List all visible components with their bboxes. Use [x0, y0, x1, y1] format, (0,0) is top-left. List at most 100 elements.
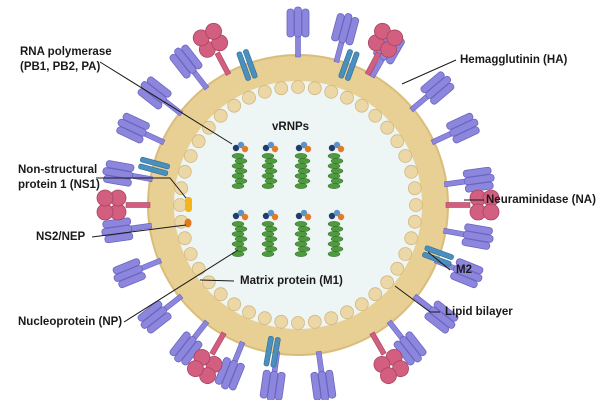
vrnps-label: vRNPs: [272, 121, 310, 133]
hemagglutinin-spike: [112, 257, 163, 289]
neuraminidase-spike: [96, 189, 151, 221]
matrix-bead: [409, 198, 423, 212]
matrix-bead: [227, 297, 242, 312]
matrix-bead: [368, 108, 383, 123]
leader-ns1: [96, 177, 187, 199]
vrnp: [231, 141, 249, 189]
hemagglutinin-spike: [214, 340, 246, 391]
m2-channel: [236, 49, 258, 81]
matrix-bead: [291, 80, 305, 94]
lipid-bilayer-label: Lipid bilayer: [445, 306, 513, 318]
vrnp: [261, 141, 279, 189]
ns1-label: Non-structural protein 1 (NS1): [18, 163, 100, 193]
hemagglutinin-spike: [409, 71, 455, 113]
virus-interior: [174, 81, 422, 329]
matrix-bead: [213, 287, 228, 302]
neuraminidase-spike: [445, 189, 500, 221]
vrnp: [294, 141, 312, 189]
leader-matrix: [199, 279, 235, 282]
rna-polymerase-line1: RNA polymerase: [20, 46, 112, 58]
m2-channel: [263, 335, 281, 368]
matrix-bead: [340, 90, 354, 105]
matrix-bead: [380, 120, 395, 135]
neuraminidase-spike: [364, 22, 404, 76]
matrix-bead: [242, 90, 256, 105]
hemagglutinin-spike: [101, 217, 153, 244]
m2-channel: [338, 49, 360, 81]
leader-lines: [91, 59, 484, 323]
matrix-bead: [177, 164, 192, 179]
leader-hemagglutinin: [401, 59, 457, 85]
matrix-bead: [227, 98, 242, 113]
leader-rna-polymerase: [99, 61, 233, 145]
matrix-bead: [307, 81, 322, 96]
leader-lipid: [394, 285, 440, 313]
m2-label: M2: [456, 264, 472, 276]
ns2-protein: [184, 218, 192, 228]
matrix-bead: [191, 134, 206, 149]
hemagglutinin-spike: [259, 350, 286, 400]
hemagglutinin-spike: [386, 319, 427, 366]
matrix-bead: [340, 305, 354, 320]
matrix-bead: [368, 287, 383, 302]
leader-m2: [427, 251, 451, 271]
m2-channel: [138, 156, 170, 176]
hemagglutinin-spike: [310, 350, 337, 400]
matrix-bead: [404, 164, 419, 179]
matrix-bead: [173, 198, 187, 212]
hemagglutinin-spike: [430, 112, 480, 146]
matrix-bead: [257, 84, 272, 99]
matrix-bead: [398, 247, 413, 261]
vrnp: [294, 209, 312, 257]
matrix-bead: [274, 81, 289, 96]
hemagglutinin-spike: [331, 13, 360, 64]
matrix-bead: [213, 108, 228, 123]
neuraminidase-label: Neuraminidase (NA): [486, 194, 596, 206]
matrix-bead: [291, 316, 305, 330]
matrix-bead: [324, 84, 339, 99]
hemagglutinin-spike: [116, 112, 166, 146]
matrix-bead: [404, 231, 419, 246]
vrnp: [327, 141, 345, 189]
rna-polymerase-line2: (PB1, PB2, PA): [20, 61, 101, 73]
matrix-bead: [380, 275, 395, 290]
hemagglutinin-spike: [286, 6, 310, 58]
matrix-bead: [324, 311, 339, 326]
matrix-bead: [177, 231, 192, 246]
ns1-line2: protein 1 (NS1): [18, 179, 100, 191]
matrix-bead: [174, 181, 189, 196]
leader-ns2: [91, 224, 187, 238]
matrix-bead: [390, 134, 405, 149]
hemagglutinin-spike: [169, 44, 210, 91]
matrix-bead: [183, 149, 198, 163]
matrix-bead: [354, 297, 369, 312]
matrix-bead: [307, 314, 322, 329]
matrix-protein-label: Matrix protein (M1): [240, 275, 343, 287]
matrix-bead: [183, 247, 198, 261]
nucleoprotein-label: Nucleoprotein (NP): [18, 316, 123, 328]
hemagglutinin-spike: [443, 166, 495, 193]
matrix-bead: [398, 149, 413, 163]
matrix-bead: [407, 214, 422, 229]
hemagglutinin-spike: [102, 160, 154, 187]
rna-polymerase-label: RNA polymerase (PB1, PB2, PA): [20, 45, 112, 75]
ns2-label: NS2/NEP: [36, 231, 86, 243]
ns1-line1: Non-structural: [18, 164, 98, 176]
matrix-bead: [201, 275, 216, 290]
hemagglutinin-spike: [137, 293, 184, 334]
leader-np: [123, 249, 239, 323]
vrnp: [327, 209, 345, 257]
hemagglutinin-label: Hemagglutinin (HA): [460, 54, 568, 66]
neuraminidase-spike: [192, 22, 232, 76]
matrix-bead: [257, 311, 272, 326]
matrix-bead: [407, 181, 422, 196]
hemagglutinin-spike: [169, 319, 210, 366]
vrnp: [261, 209, 279, 257]
ns1-protein: [185, 197, 192, 212]
surface-proteins: [96, 6, 500, 400]
matrix-bead: [274, 314, 289, 329]
matrix-bead: [354, 98, 369, 113]
matrix-bead: [242, 305, 256, 320]
